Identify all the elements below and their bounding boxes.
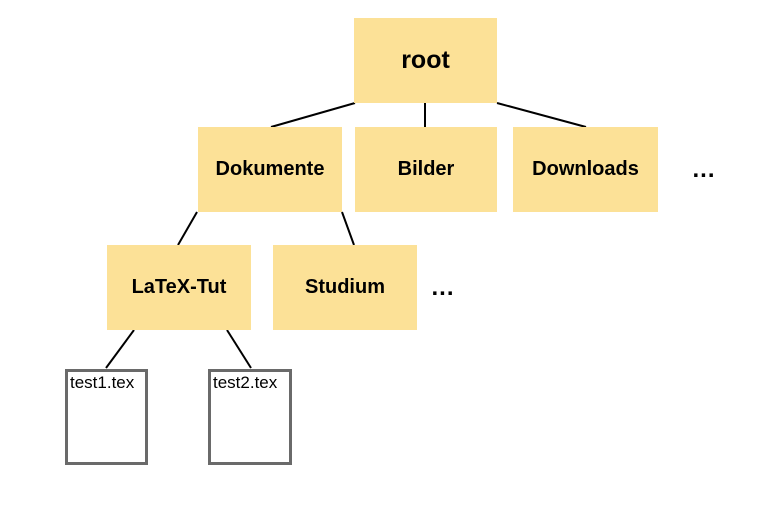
edge-root-downloads xyxy=(496,102,587,128)
folder-node-root: root xyxy=(354,18,497,103)
edge-root-dokumente xyxy=(270,102,356,128)
edge-dokumente-latex-tut xyxy=(177,211,198,246)
edge-latex-tut-test2 xyxy=(226,329,252,369)
ellipsis-text: ... xyxy=(692,155,716,183)
folder-label-latex-tut: LaTeX-Tut xyxy=(131,276,227,298)
file-node-test1: test1.tex xyxy=(65,369,148,465)
file-label-test1: test1.tex xyxy=(70,373,135,392)
folder-node-dokumente: Dokumente xyxy=(198,127,342,212)
edge-latex-tut-test1 xyxy=(105,329,135,369)
ellipsis-text: ... xyxy=(431,273,455,301)
folder-node-bilder: Bilder xyxy=(355,127,497,212)
folder-node-studium: Studium xyxy=(273,245,417,330)
folder-label-bilder: Bilder xyxy=(397,158,455,180)
file-label-test2: test2.tex xyxy=(213,373,278,392)
more-folders-ellipsis-row3: ... xyxy=(421,245,465,330)
folder-label-root: root xyxy=(401,46,450,74)
folder-node-downloads: Downloads xyxy=(513,127,658,212)
folder-label-dokumente: Dokumente xyxy=(215,158,325,180)
edge-dokumente-studium xyxy=(341,211,355,246)
folder-label-downloads: Downloads xyxy=(532,158,639,180)
folder-label-studium: Studium xyxy=(305,276,385,298)
folder-node-latex-tut: LaTeX-Tut xyxy=(107,245,251,330)
more-folders-ellipsis-row2: ... xyxy=(682,127,726,212)
file-node-test2: test2.tex xyxy=(208,369,292,465)
